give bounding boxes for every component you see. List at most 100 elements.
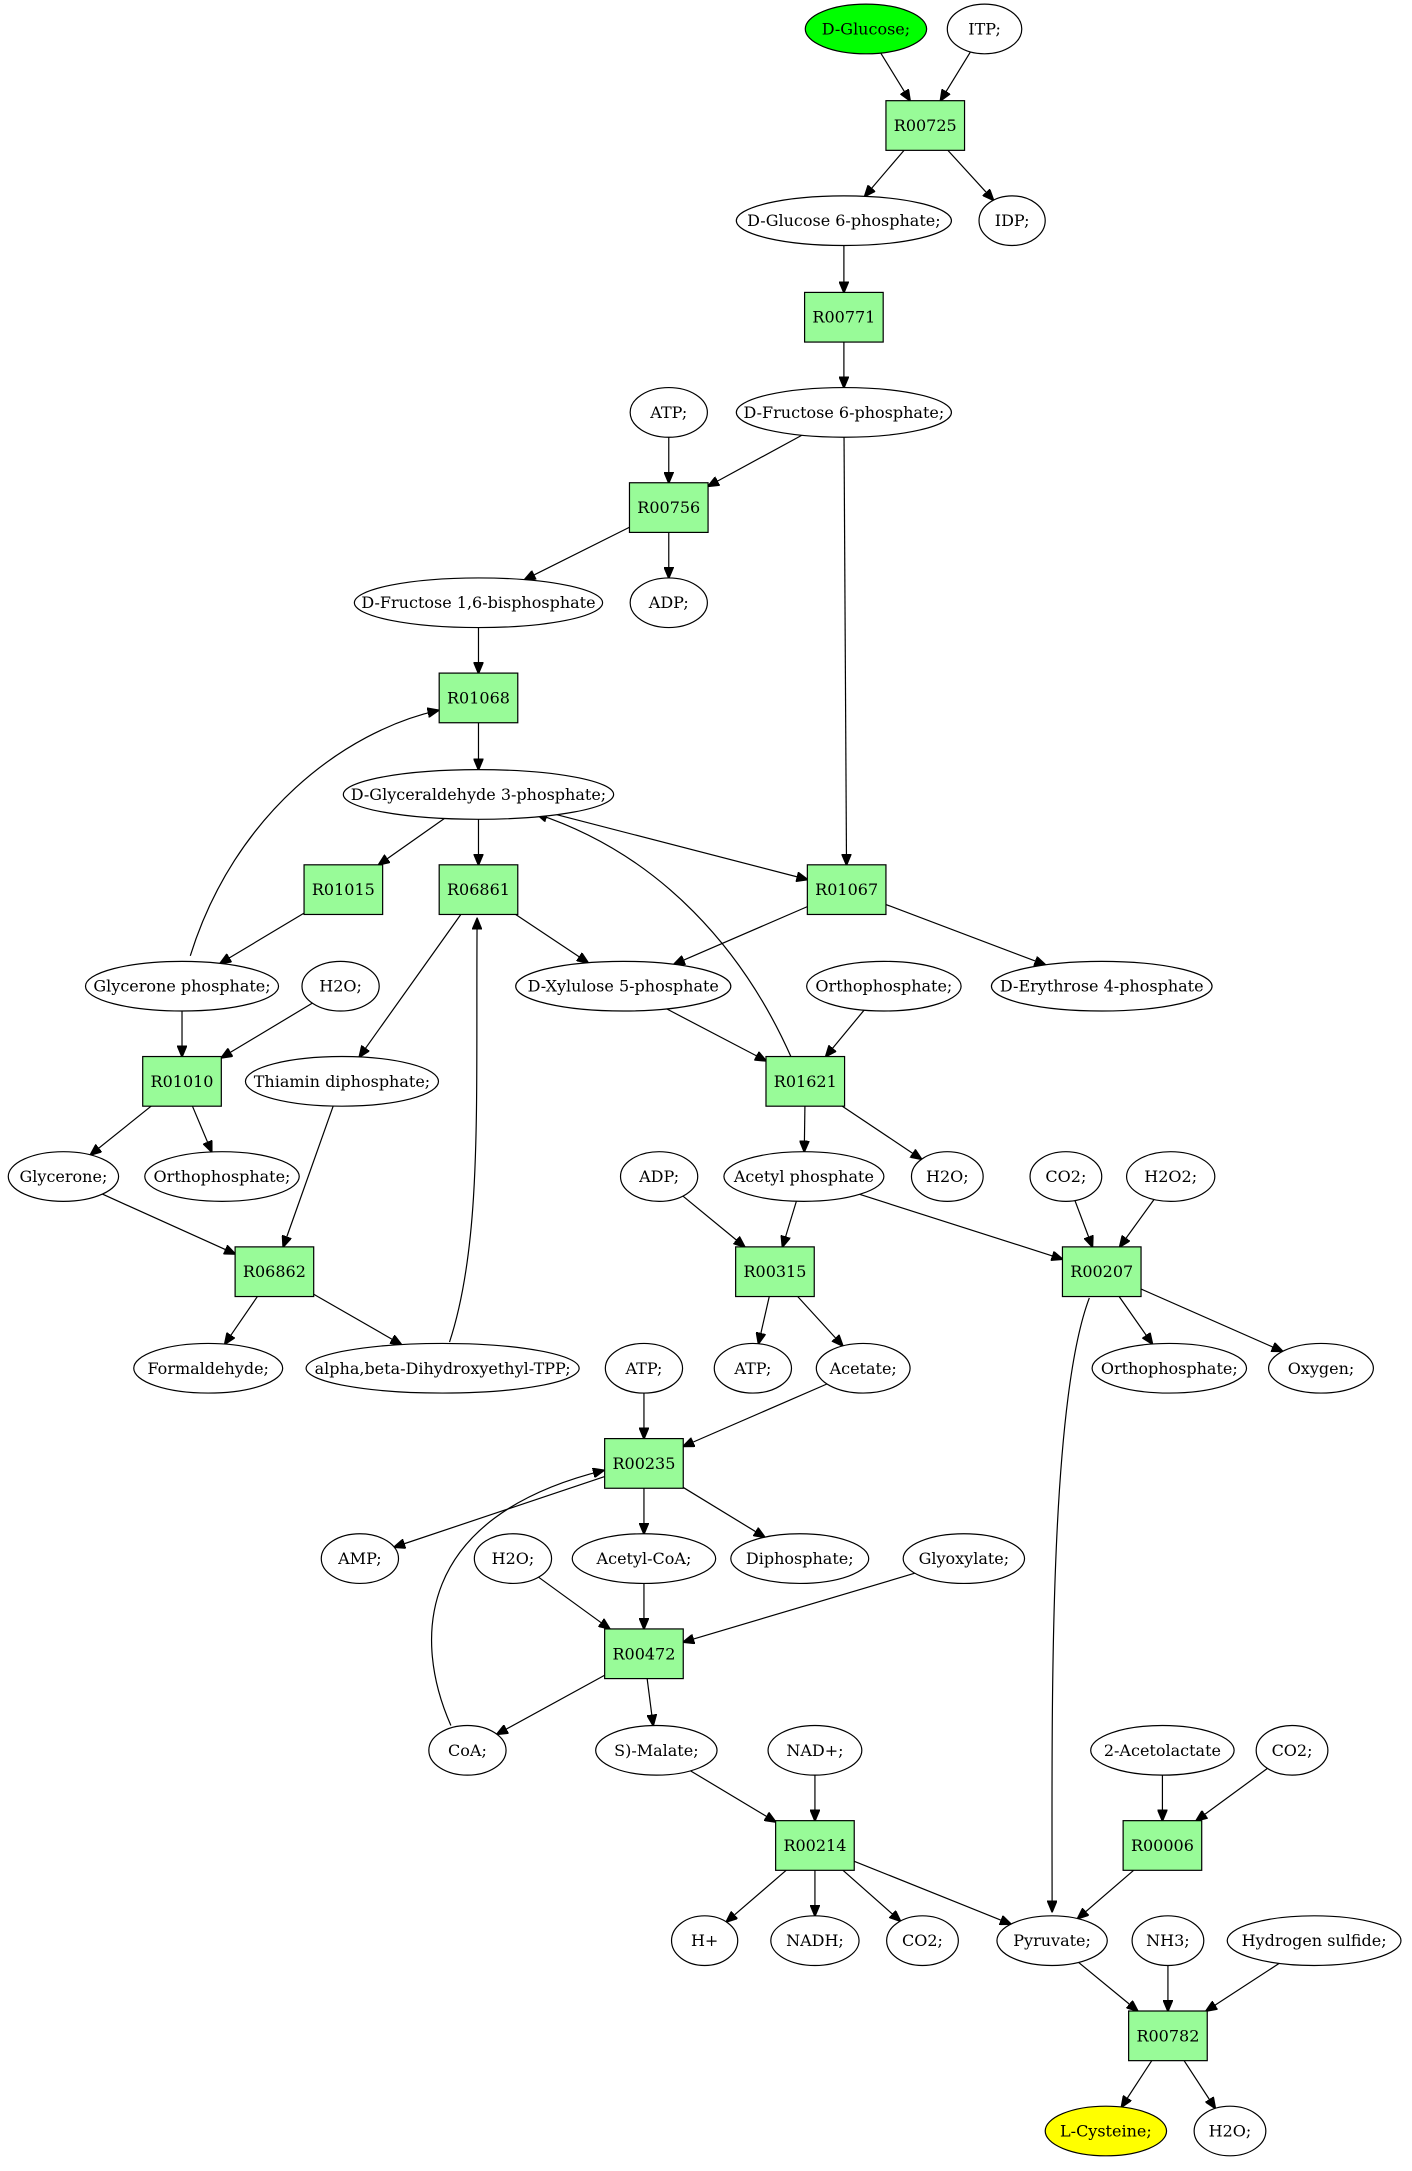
node-label: Orthophosphate; [1101, 1359, 1238, 1378]
node-label: ATP; [733, 1359, 771, 1378]
metabolite-ellipse [1044, 2105, 1168, 2157]
metabolite-node-m_gp: Glycerone phosphate; [84, 960, 280, 1012]
node-label: R00006 [1131, 1836, 1194, 1855]
metabolite-ellipse [1255, 1724, 1329, 1776]
reaction-box [438, 864, 519, 916]
edge-r_R00214-to-m_hplus [726, 1869, 787, 1922]
metabolite-node-m_acl: 2-Acetolactate [1090, 1724, 1235, 1776]
node-label: R00771 [812, 308, 875, 327]
metabolite-node-m_hplus: H+ [670, 1915, 739, 1967]
metabolite-ellipse [910, 1151, 984, 1202]
metabolite-ellipse [735, 386, 953, 438]
edge-m_itp-to-r_R00725 [940, 51, 971, 101]
metabolite-node-m_co2c: CO2; [886, 1915, 959, 1967]
node-label: R01067 [815, 880, 878, 899]
reaction-node-r_R00782: R00782 [1128, 2010, 1208, 2062]
edge-r_R06862-to-m_formaldehyde [225, 1296, 258, 1345]
node-label: ADP; [638, 1167, 679, 1186]
metabolite-node-m_g3p: D-Glyceraldehyde 3-phosphate; [342, 769, 615, 820]
reaction-box [142, 1055, 222, 1107]
metabolite-ellipse [619, 1151, 699, 1202]
edge-r_R06861-to-m_x5p [515, 913, 588, 962]
edge-r_R00315-to-m_acetate [797, 1296, 843, 1346]
node-label: H2O2; [1144, 1167, 1197, 1186]
metabolite-ellipse [815, 1342, 911, 1394]
metabolite-node-m_atp2: ATP; [713, 1342, 793, 1394]
edges-layer [90, 51, 1283, 2108]
metabolite-node-m_h2o3: H2O; [473, 1533, 553, 1585]
metabolite-node-m_h2o1: H2O; [301, 960, 380, 1012]
node-label: R00782 [1136, 2026, 1199, 2045]
edge-m_x5p-to-r_R01621 [666, 1008, 766, 1061]
edge-m_pyruvate-to-r_R00782 [1078, 1961, 1138, 2011]
reaction-box [1122, 1820, 1203, 1871]
node-label: D-Glucose; [822, 19, 910, 38]
edge-r_R00207-to-m_oxygen [1140, 1288, 1283, 1351]
reaction-node-r_R00006: R00006 [1122, 1820, 1203, 1871]
edge-m_h2o2b-to-r_R00207 [1120, 1199, 1155, 1247]
reaction-box [604, 1437, 684, 1489]
edge-r_R00006-to-m_pyruvate [1078, 1869, 1135, 1918]
reaction-box [735, 1246, 815, 1298]
node-label: Glycerone; [20, 1167, 108, 1186]
metabolite-ellipse [473, 1533, 553, 1585]
reaction-box [438, 672, 519, 724]
metabolite-node-m_pyruvate: Pyruvate; [996, 1915, 1108, 1967]
node-label: Acetyl phosphate [733, 1167, 874, 1186]
metabolite-node-m_h2o2: H2O; [910, 1151, 984, 1202]
node-label: H2O; [319, 977, 362, 996]
metabolite-node-m_x5p: D-Xylulose 5-phosphate [515, 960, 732, 1012]
node-label: alpha,beta-Dihydroxyethyl-TPP; [315, 1359, 571, 1378]
node-label: R06862 [243, 1262, 306, 1281]
node-label: H2O; [492, 1549, 535, 1568]
metabolite-node-m_dglucose: D-Glucose; [804, 3, 928, 55]
edge-m_glyox-to-r_R00472 [683, 1572, 915, 1642]
metabolite-node-m_h2o2b: H2O2; [1125, 1151, 1216, 1202]
edge-r_R06861-to-m_tdp [359, 914, 462, 1056]
node-label: AMP; [337, 1549, 382, 1568]
metabolite-ellipse [670, 1915, 739, 1967]
metabolite-node-m_adhtpp: alpha,beta-Dihydroxyethyl-TPP; [305, 1342, 580, 1394]
node-label: S)-Malate; [614, 1741, 698, 1760]
reaction-box [234, 1246, 315, 1298]
node-label: CO2; [902, 1931, 943, 1950]
edge-m_h2o1-to-r_R01010 [221, 1002, 313, 1058]
metabolite-ellipse [428, 1724, 507, 1776]
metabolite-node-m_adp2: ADP; [619, 1151, 699, 1202]
edge-m_df6p-to-r_R01067 [844, 437, 846, 865]
reaction-node-r_R01621: R01621 [765, 1055, 846, 1107]
edge-m_glycerone-to-r_R06862 [102, 1193, 235, 1254]
edge-m_ortho1-to-r_R01621 [826, 1009, 865, 1056]
edge-m_co2a-to-r_R00207 [1074, 1200, 1092, 1247]
edge-m_adhtpp-to-r_R06861 [448, 919, 478, 1343]
edge-m_acetate-to-r_R00235 [683, 1383, 828, 1446]
metabolite-ellipse [1193, 2105, 1267, 2157]
metabolite-ellipse [978, 195, 1046, 247]
metabolite-ellipse [1125, 1151, 1216, 1202]
reaction-box [1128, 2010, 1208, 2062]
metabolite-ellipse [515, 960, 732, 1012]
metabolite-node-m_ortho2: Orthophosphate; [144, 1151, 300, 1202]
node-label: Acetyl-CoA; [596, 1549, 692, 1568]
node-label: Diphosphate; [746, 1549, 854, 1568]
edge-m_h2o3-to-r_R00472 [538, 1576, 610, 1629]
node-label: NADH; [786, 1931, 844, 1950]
edge-m_df6p-to-r_R00756 [708, 434, 803, 486]
edge-m_acp-to-r_R00207 [859, 1193, 1063, 1259]
node-label: Thiamin diphosphate; [254, 1072, 430, 1091]
metabolite-node-m_co2a: CO2; [1029, 1151, 1103, 1202]
metabolite-ellipse [305, 1342, 580, 1394]
edge-r_R01010-to-m_glycerone [90, 1105, 152, 1155]
node-label: R00207 [1070, 1262, 1133, 1281]
reaction-node-r_R00725: R00725 [885, 100, 966, 151]
edge-r_R00235-to-m_amp [394, 1476, 605, 1548]
edge-r_R00472-to-m_coa [497, 1674, 605, 1734]
edge-m_acp-to-r_R00315 [782, 1201, 797, 1247]
reaction-node-r_R01067: R01067 [806, 864, 887, 916]
metabolite-ellipse [629, 577, 708, 629]
reaction-box [303, 864, 384, 916]
edge-r_R00472-to-m_malate [646, 1678, 653, 1726]
metabolite-node-m_itp: ITP; [946, 3, 1023, 55]
